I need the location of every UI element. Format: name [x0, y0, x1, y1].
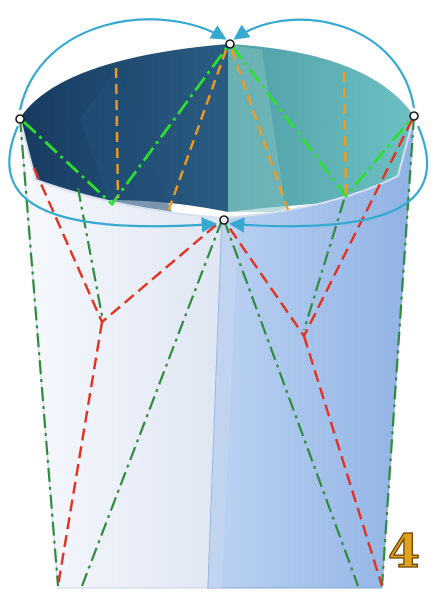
- step-number: 4: [388, 528, 420, 574]
- cup-interior: [20, 44, 414, 212]
- point-front: [220, 216, 228, 224]
- point-top: [226, 40, 234, 48]
- point-right: [410, 112, 418, 120]
- point-left: [16, 115, 24, 123]
